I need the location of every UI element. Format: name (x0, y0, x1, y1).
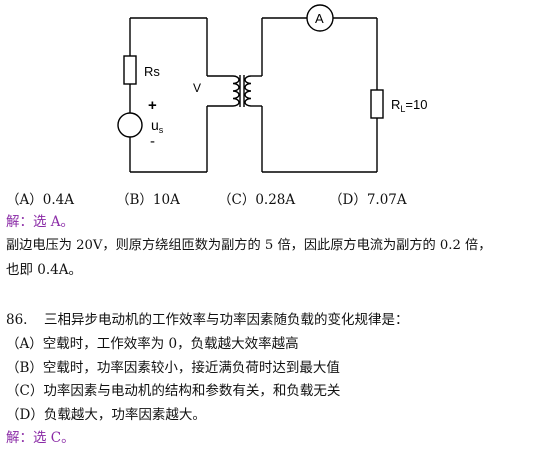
q85-option-c: （C）0.28A (218, 192, 296, 208)
us-label: us (151, 117, 164, 135)
rl-value: =10 (405, 97, 427, 112)
us-sub: s (159, 125, 164, 135)
q86-number: 86. (6, 312, 28, 328)
rl-label: RL=10 (391, 97, 427, 114)
q85-explanation-line-2: 也即 0.4A。 (6, 262, 83, 278)
rl-main: R (391, 97, 400, 112)
minus-sign: - (150, 133, 155, 150)
resistor-rl (370, 89, 384, 119)
voltage-source-us (117, 112, 143, 138)
q86-answer: 解：选 C。 (6, 430, 75, 446)
q85-option-d: （D）7.07A (329, 192, 407, 208)
secondary-circuit (251, 17, 378, 173)
transformer-circuit-diagram: Rs + us - V A RL=10 (117, 4, 427, 173)
q86-option-a: （A）空载时，工作效率为 0，负载越大效率越高 (6, 336, 299, 352)
rs-label: Rs (144, 64, 160, 79)
q85-options: （A）0.4A （B）10A （C）0.28A （D）7.07A (6, 190, 554, 210)
resistor-rs (123, 55, 137, 85)
rl-sub: L (400, 104, 405, 114)
q86-option-b: （B）空载时，功率因素较小，接近满负荷时达到最大值 (6, 360, 340, 376)
v-label: V (193, 81, 201, 95)
ammeter-label: A (315, 11, 324, 26)
q85-answer: 解：选 A。 (6, 214, 75, 230)
us-main: u (151, 117, 159, 133)
plus-sign: + (148, 97, 157, 114)
primary-circuit (129, 17, 233, 173)
q86-stem: 86. 三相异步电动机的工作效率与功率因素随负载的变化规律是： (6, 310, 409, 330)
q86-stem-text: 三相异步电动机的工作效率与功率因素随负载的变化规律是： (44, 312, 409, 328)
q85-option-a: （A）0.4A (6, 192, 74, 208)
q85-explanation-line-1: 副边电压为 20V，则原方绕组匝数为副方的 5 倍，因此原方电流为副方的 0.2… (6, 238, 492, 253)
q86-option-d: （D）负载越大，功率因素越大。 (6, 407, 206, 423)
q86-option-c: （C）功率因素与电动机的结构和参数有关，和负载无关 (6, 383, 341, 399)
q85-option-b: （B）10A (116, 192, 180, 208)
ammeter (306, 4, 334, 32)
transformer-windings (232, 75, 252, 107)
